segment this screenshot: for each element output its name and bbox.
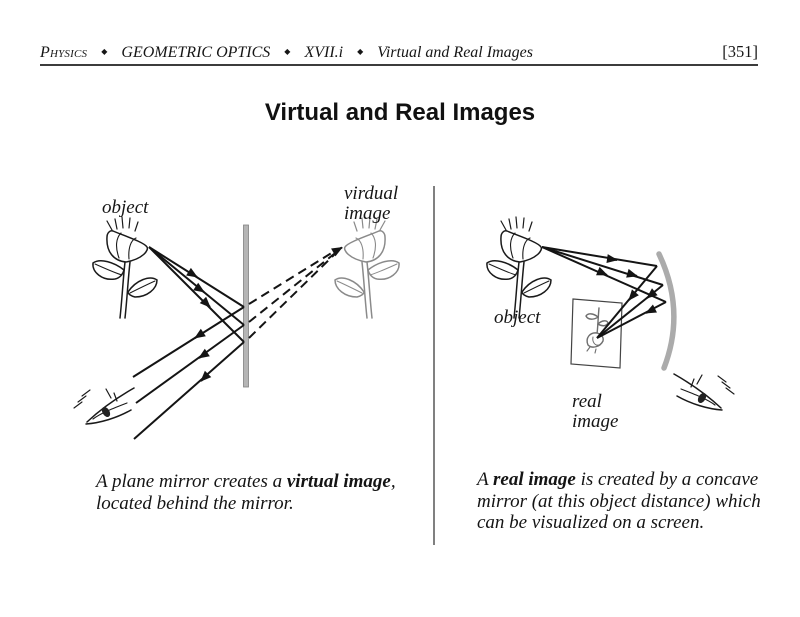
virtual-image-label-line1: virdual [344, 183, 399, 204]
page-title: Virtual and Real Images [264, 99, 536, 126]
real-image-label: real image [572, 392, 618, 432]
rose-real-image-icon [585, 307, 609, 354]
eye-observer-icon [73, 387, 135, 425]
real-image-label-line1: real [572, 391, 602, 412]
caption-left-text: , located behind the mirror. [96, 471, 396, 514]
rose-virtual-image-icon [334, 216, 400, 319]
virtual-image-label: virdual image [344, 184, 398, 224]
header-item-chapter: GEOMETRIC OPTICS [121, 44, 271, 61]
diamond-bullet-icon: ◆ [284, 47, 291, 56]
header-item-topic: Virtual and Real Images [377, 44, 533, 61]
caption-right-text: A [477, 469, 494, 490]
concave-mirror-diagram [486, 216, 735, 411]
virtual-ray-extensions [248, 246, 343, 339]
eye-observer-icon [673, 373, 735, 411]
caption-left-bold-term: virtual image [286, 471, 391, 492]
header-item-subject: Physics [40, 44, 88, 61]
caption-left: A plane mirror creates a virtual image, … [96, 471, 431, 514]
diamond-bullet-icon: ◆ [357, 47, 364, 56]
header-rule [40, 64, 758, 66]
real-image-label-line2: image [572, 411, 619, 432]
caption-right: A real image is created by a concave mir… [477, 469, 780, 534]
page-header: Physics ◆ GEOMETRIC OPTICS ◆ XVII.i ◆ Vi… [40, 42, 758, 62]
caption-left-text: A plane mirror creates a [96, 471, 287, 492]
caption-right-bold-term: real image [493, 469, 576, 490]
rose-object-icon [92, 216, 158, 319]
virtual-image-label-line2: image [344, 203, 391, 224]
rose-object-icon [486, 216, 552, 319]
incident-rays [148, 246, 245, 343]
reflected-rays [596, 265, 667, 339]
concave-mirror [656, 251, 677, 371]
caption-right-text: is created by a concave mirror (at this … [477, 469, 761, 533]
object-label-right: object [494, 307, 541, 328]
reflected-rays [132, 306, 245, 440]
header-item-section: XVII.i [304, 44, 344, 61]
object-label-left: object [102, 197, 149, 218]
plane-mirror-diagram [73, 216, 400, 440]
page-number: [351] [722, 42, 758, 61]
incident-rays [541, 246, 667, 303]
diamond-bullet-icon: ◆ [101, 47, 108, 56]
